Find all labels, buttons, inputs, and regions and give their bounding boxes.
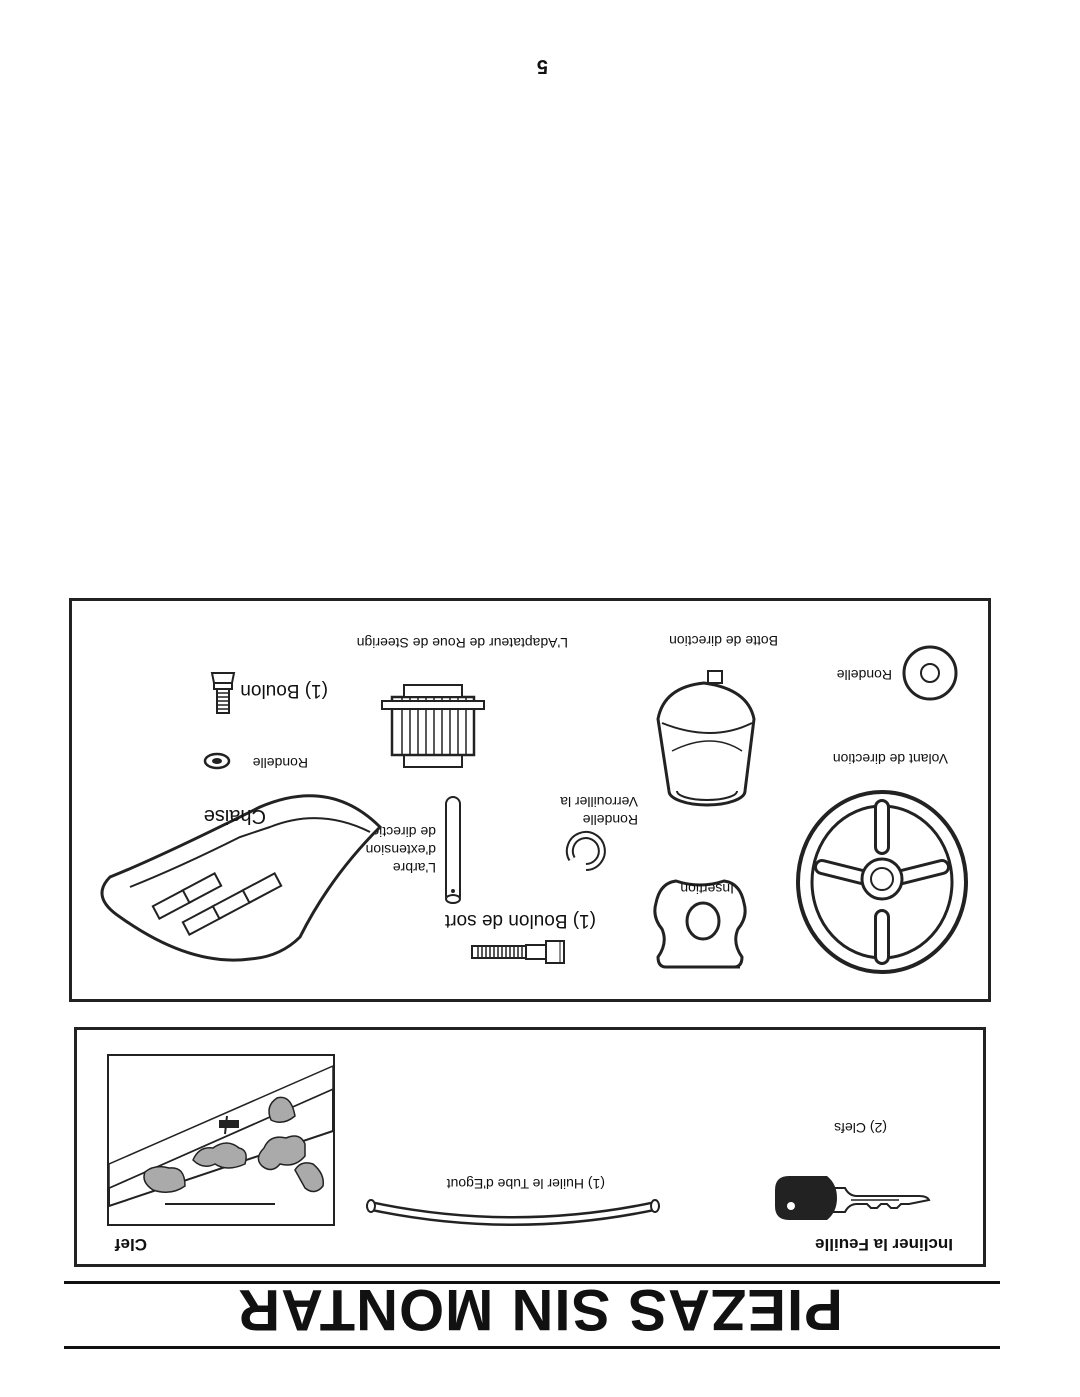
insert-icon: [653, 879, 747, 969]
steering-boot-label: Botte de direction: [669, 633, 778, 649]
steering-wheel-icon: [796, 790, 968, 974]
seat-label: Chaise: [203, 805, 266, 827]
tilt-sheet-illustration: [107, 1054, 335, 1226]
page-number: 5: [536, 55, 548, 77]
bolt-label: (1) Boulon: [240, 680, 328, 701]
oil-drain-tube-icon: [366, 1199, 660, 1226]
tilt-sheet-label: Incliner la Feuille: [815, 1235, 953, 1254]
steering-boot-icon: [656, 670, 756, 807]
parts-box: Volant de direction Insertion Botte de d…: [69, 598, 991, 1002]
washer-small-label: Rondelle: [252, 755, 308, 771]
title-rule-bottom: [64, 1281, 1000, 1284]
loose-parts-box: Incliner la Feuille (1) Huiler le Tube d…: [74, 1027, 986, 1267]
oil-drain-tube-label: (1) Huiler le Tube d'Egout: [446, 1176, 605, 1192]
seat-icon: [100, 794, 383, 962]
shoulder-bolt-label: (1) Boulon de sort: [444, 910, 596, 931]
lock-washer-label: Rondelle Verrouiller la: [560, 793, 638, 829]
lock-washer-label-line-1: Rondelle: [582, 812, 638, 828]
wheel-adapter-label: L'Adaptateur de Roue de Steerign: [356, 635, 568, 651]
washer-large-icon: [902, 645, 958, 701]
insert-label: Insertion: [680, 881, 734, 897]
key-icon: [775, 1176, 931, 1220]
wheel-adapter-icon: [381, 684, 485, 768]
bolt-icon: [210, 672, 236, 714]
washer-large-label: Rondelle: [836, 667, 892, 683]
washer-small-icon: [203, 752, 231, 770]
keys-count-label: (2) Clefs: [834, 1120, 887, 1136]
title-rule-top: [64, 1346, 1000, 1349]
extension-shaft-icon: [445, 796, 461, 904]
lock-washer-label-line-2: Verrouiller la: [560, 794, 638, 810]
shoulder-bolt-icon: [471, 940, 565, 964]
steering-wheel-label: Volant de direction: [832, 751, 948, 767]
lock-washer-icon: [565, 831, 606, 871]
keys-label: Clef: [114, 1235, 147, 1254]
page-title: PIEZAS SIN MONTAR: [237, 1277, 843, 1342]
